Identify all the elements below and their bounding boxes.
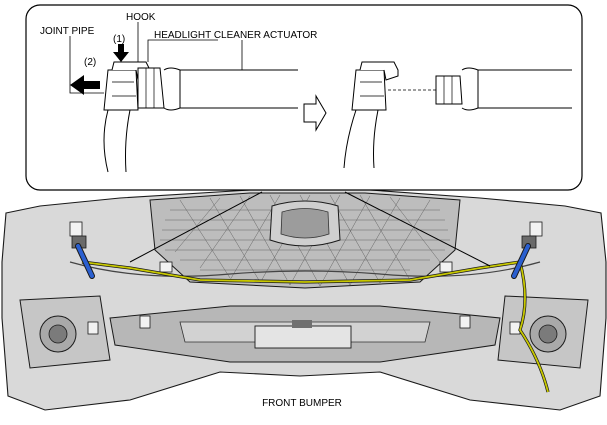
left-fog-housing bbox=[19, 295, 111, 369]
label-headlight-cleaner-actuator: HEADLIGHT CLEANER ACTUATOR bbox=[154, 30, 317, 41]
label-step-1: (1) bbox=[113, 34, 125, 45]
right-headlight-cleaner-actuator bbox=[511, 235, 537, 279]
bumper-clips bbox=[69, 221, 543, 335]
right-fog-housing bbox=[497, 295, 589, 369]
joint-pipe bbox=[103, 69, 139, 111]
connected-assembly bbox=[103, 61, 298, 173]
hose-right bbox=[343, 109, 379, 169]
license-plate-mount bbox=[254, 325, 352, 349]
arrow-down-icon bbox=[113, 44, 129, 62]
label-step-2: (2) bbox=[84, 57, 96, 68]
actuator-body-right bbox=[461, 67, 572, 111]
detail-callout: JOINT PIPE HOOK HEADLIGHT CLEANER ACTUAT… bbox=[25, 4, 583, 191]
label-leaders bbox=[69, 22, 243, 94]
wire-harness bbox=[69, 261, 541, 277]
callout-leaders bbox=[129, 191, 491, 267]
left-headlight-cleaner-actuator bbox=[71, 235, 95, 279]
outline-arrow-right-icon bbox=[303, 94, 327, 132]
label-front-bumper: FRONT BUMPER bbox=[262, 398, 342, 409]
label-hook: HOOK bbox=[126, 12, 156, 23]
callout-frame bbox=[25, 4, 583, 191]
actuator-body-left bbox=[163, 67, 298, 111]
hose-left bbox=[103, 109, 131, 173]
arrow-left-icon bbox=[70, 75, 100, 95]
front-bumper-illustration bbox=[1, 189, 607, 411]
disconnected-assembly bbox=[343, 61, 572, 169]
label-joint-pipe: JOINT PIPE bbox=[40, 26, 95, 37]
